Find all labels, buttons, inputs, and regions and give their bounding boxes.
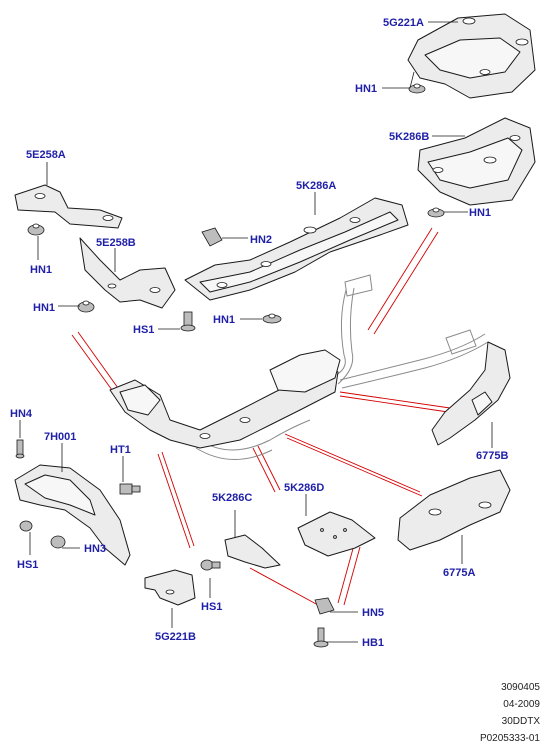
label-HN1-left: HN1 [30, 264, 52, 276]
stud-HN4 [15, 439, 25, 459]
label-HN3: HN3 [84, 543, 106, 555]
ref-line-3: 30DDTX [502, 716, 541, 727]
nut-HN1-left [27, 223, 45, 236]
leader-lines [19, 21, 493, 643]
screw-HS1-left [19, 520, 33, 532]
label-5K286A: 5K286A [296, 180, 336, 192]
label-5E258A: 5E258A [26, 149, 66, 161]
ref-line-1: 3090405 [501, 682, 540, 693]
crossmember-assembly [109, 349, 341, 449]
label-HS1-mid: HS1 [133, 324, 154, 336]
heat-shield-5K286B [417, 117, 536, 206]
label-HN4: HN4 [10, 408, 33, 420]
bracket-5E258A [14, 184, 123, 229]
drawing-reference-block: 3090405 04-2009 30DDTX P0205333-01 [480, 682, 540, 744]
label-HN2: HN2 [250, 234, 272, 246]
part-labels: 5G221A HN1 5K286B HN1 5E258A HN1 5E258B … [10, 17, 508, 649]
nut-HN1-top [408, 83, 426, 94]
label-5K286C: 5K286C [212, 492, 252, 504]
heat-shield-5K286C [224, 510, 281, 569]
screw-HT1 [119, 483, 141, 495]
label-HN1-top: HN1 [355, 83, 377, 95]
nut-HN5 [314, 597, 335, 615]
heat-shield-6775B [431, 341, 511, 446]
nut-HN3 [50, 535, 66, 549]
heat-shield-5G221A [407, 13, 536, 99]
bolt-HB1 [313, 627, 329, 648]
label-HN1-center: HN1 [213, 314, 235, 326]
nut-HN1-mid [77, 300, 95, 313]
label-HN1-right: HN1 [469, 207, 491, 219]
label-6775B: 6775B [476, 450, 508, 462]
label-5E258B: 5E258B [96, 237, 136, 249]
bracket-5E258B [79, 237, 176, 309]
label-5K286B: 5K286B [389, 131, 429, 143]
label-HS1-left: HS1 [17, 559, 38, 571]
heat-shield-7H001 [14, 464, 131, 566]
heat-shield-6775A [397, 469, 511, 551]
label-HN1-mid: HN1 [33, 302, 55, 314]
label-7H001: 7H001 [44, 431, 76, 443]
nut-HN1-right [427, 207, 445, 218]
heat-shield-5K286D [297, 511, 376, 557]
exhaust-pipes [195, 274, 489, 460]
ref-line-4: P0205333-01 [480, 733, 540, 744]
label-5K286D: 5K286D [284, 482, 324, 494]
screw-HS1-bottom [200, 559, 221, 571]
screw-HS1-mid [180, 311, 196, 332]
label-HT1: HT1 [110, 444, 131, 456]
nut-HN2 [201, 227, 223, 247]
nut-HN1-center [262, 313, 282, 324]
label-5G221B: 5G221B [155, 631, 196, 643]
label-6775A: 6775A [443, 567, 475, 579]
heat-shield-5K286A [184, 197, 409, 301]
ref-line-2: 04-2009 [503, 699, 540, 710]
bracket-5G221B [144, 569, 196, 606]
label-HS1-bottom: HS1 [201, 601, 222, 613]
label-HN5: HN5 [362, 607, 384, 619]
label-HB1: HB1 [362, 637, 384, 649]
label-5G221A: 5G221A [383, 17, 424, 29]
red-callout-lines [71, 227, 451, 606]
